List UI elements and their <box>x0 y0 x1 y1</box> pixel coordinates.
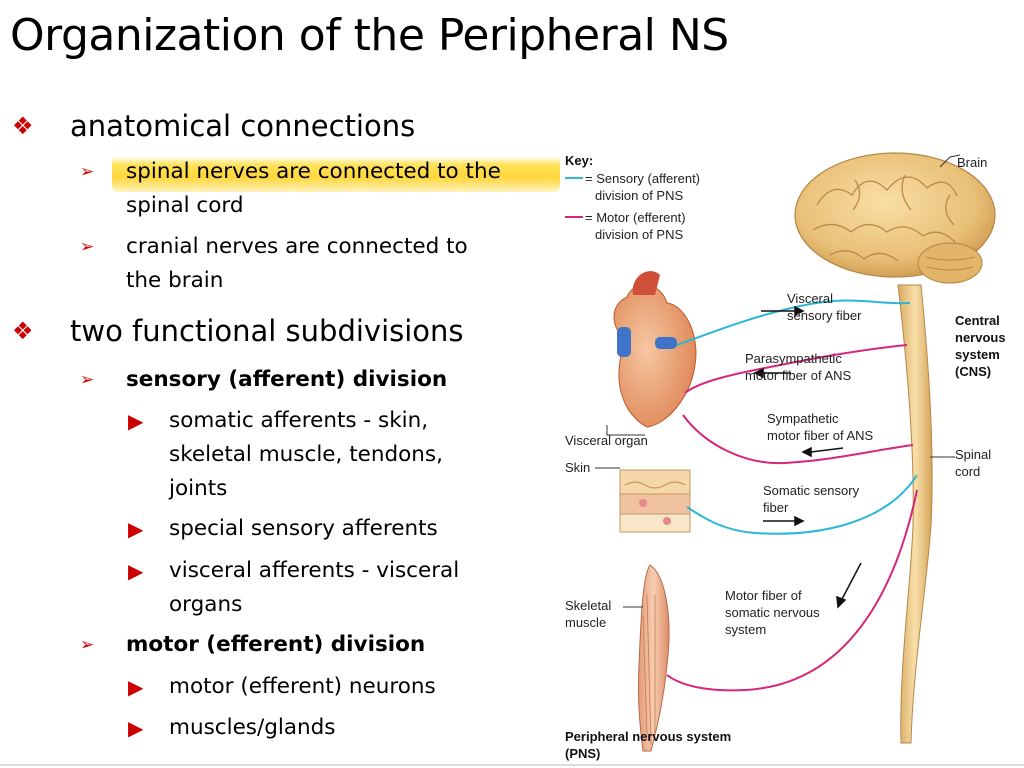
label-somatic-sensory-2: fiber <box>763 500 789 515</box>
key-motor-label-cont: division of PNS <box>595 227 683 242</box>
footer-divider <box>0 764 1024 766</box>
slide-title: Organization of the Peripheral NS <box>10 10 729 61</box>
triangle-bullet-icon: ▶ <box>128 409 144 433</box>
label-parasympathetic-1: Parasympathetic <box>745 351 842 366</box>
label-skeletal-2: muscle <box>565 615 606 630</box>
bullet-cranial-nerves-cont: the brain <box>126 268 224 293</box>
label-skeletal-1: Skeletal <box>565 598 611 613</box>
key-motor-label: = Motor (efferent) <box>585 210 686 225</box>
somatic-motor-fiber <box>666 489 918 692</box>
bullet-spinal-nerves: spinal nerves are connected to the <box>126 159 501 184</box>
bullet-spinal-nerves-cont: spinal cord <box>126 193 244 218</box>
bullet-visceral-afferents-cont: organs <box>169 592 243 617</box>
label-cns-1: Central <box>955 313 1000 328</box>
muscle-striations <box>642 594 656 746</box>
triangle-bullet-icon: ▶ <box>128 517 144 541</box>
bullet-cranial-nerves: cranial nerves are connected to <box>126 234 468 259</box>
heart-vein-blue <box>617 327 631 357</box>
triangle-bullet-icon: ▶ <box>128 559 144 583</box>
label-motor-fiber-3: system <box>725 622 766 637</box>
key-sensory-label: = Sensory (afferent) <box>585 171 700 186</box>
triangle-bullet-icon: ▶ <box>128 675 144 699</box>
arrow-bullet-icon: ➢ <box>80 635 95 655</box>
label-visceral-sensory-2: sensory fiber <box>787 308 862 323</box>
label-spinal-1: Spinal <box>955 447 991 462</box>
label-visceral-organ: Visceral organ <box>565 433 648 448</box>
label-motor-fiber-2: somatic nervous <box>725 605 820 620</box>
arrow-bullet-icon: ➢ <box>80 162 95 182</box>
label-cns-4: (CNS) <box>955 364 991 379</box>
leader-lines <box>595 154 961 608</box>
bullet-somatic-afferents-cont: skeletal muscle, tendons, <box>169 442 443 467</box>
label-skin: Skin <box>565 460 590 475</box>
spinal-cord-shape <box>897 284 933 744</box>
triangle-bullet-icon: ▶ <box>128 716 144 740</box>
bullet-somatic-afferents: somatic afferents - skin, <box>169 408 429 433</box>
diamond-bullet-icon: ❖ <box>12 317 34 345</box>
label-motor-fiber-1: Motor fiber of <box>725 588 802 603</box>
label-sympathetic-2: motor fiber of ANS <box>767 428 874 443</box>
label-spinal-2: cord <box>955 464 980 479</box>
bullet-visceral-afferents: visceral afferents - visceral <box>169 558 460 583</box>
bullet-special-sensory: special sensory afferents <box>169 516 438 541</box>
key-title: Key: <box>565 153 593 168</box>
skin-shape <box>619 469 691 533</box>
arrow-bullet-icon: ➢ <box>80 237 95 257</box>
bullet-muscles-glands: muscles/glands <box>169 715 336 740</box>
nervous-system-diagram: Key: = Sensory (afferent) division of PN… <box>565 152 1006 761</box>
bullet-motor-neurons: motor (efferent) neurons <box>169 674 436 699</box>
label-brain: Brain <box>957 155 987 170</box>
label-sympathetic-1: Sympathetic <box>767 411 839 426</box>
cerebellum-shape <box>917 242 983 284</box>
visceral-sensory-fiber <box>676 299 911 346</box>
parasympathetic-fiber <box>684 344 908 394</box>
sympathetic-fiber <box>682 414 914 465</box>
label-cns-3: system <box>955 347 1000 362</box>
text-highlight <box>112 156 560 192</box>
somatic-sensory-fiber <box>686 474 918 535</box>
cerebellum-folds <box>924 256 976 271</box>
key-sensory-label-cont: division of PNS <box>595 188 683 203</box>
label-pns-2: (PNS) <box>565 746 600 761</box>
bullet-somatic-afferents-cont2: joints <box>169 476 228 501</box>
bullet-motor-division: motor (efferent) division <box>126 632 426 657</box>
muscle-shape <box>637 564 670 752</box>
heart-vein-blue-2 <box>655 337 677 349</box>
arrow-bullet-icon: ➢ <box>80 370 95 390</box>
direction-arrow-icon <box>753 305 862 609</box>
label-somatic-sensory-1: Somatic sensory <box>763 483 860 498</box>
label-cns-2: nervous <box>955 330 1006 345</box>
brain-folds <box>812 174 958 262</box>
diamond-bullet-icon: ❖ <box>12 112 34 140</box>
label-pns-1: Peripheral nervous system <box>565 729 731 744</box>
label-visceral-sensory-1: Visceral <box>787 291 833 306</box>
label-parasympathetic-2: motor fiber of ANS <box>745 368 852 383</box>
heart-aorta <box>632 271 660 295</box>
bullet-anatomical-connections: anatomical connections <box>70 109 416 143</box>
bullet-sensory-division: sensory (afferent) division <box>126 367 448 392</box>
bullet-functional-subdivisions: two functional subdivisions <box>70 314 464 348</box>
